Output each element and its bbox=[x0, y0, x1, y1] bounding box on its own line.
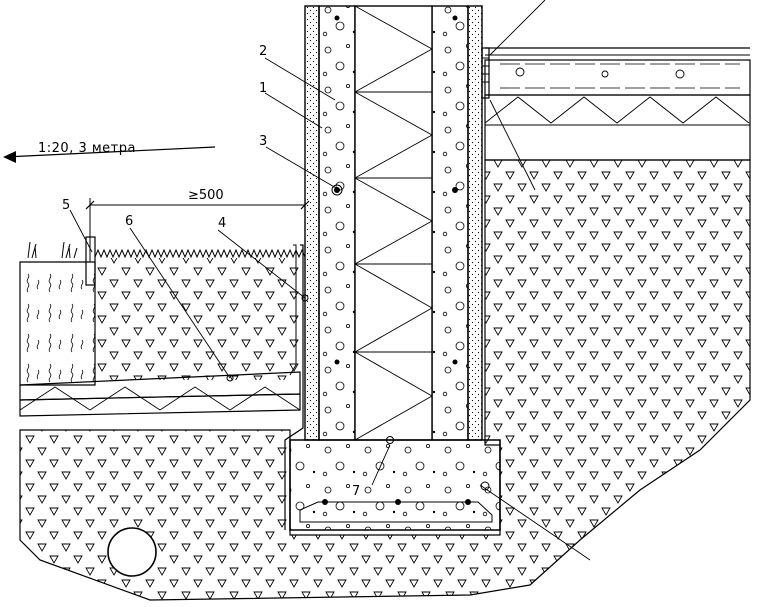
callout-7: 7 bbox=[352, 484, 360, 499]
fill-layers-right bbox=[484, 47, 751, 161]
soil-backfill bbox=[19, 159, 751, 601]
callout-3: 3 bbox=[259, 134, 267, 149]
drain-pipe bbox=[107, 527, 157, 577]
wall-rebar bbox=[331, 15, 458, 365]
callout-4: 4 bbox=[218, 216, 226, 231]
wetland-zone bbox=[19, 261, 96, 386]
foundation-footing bbox=[289, 436, 501, 531]
dimension-label: ≥500 bbox=[188, 188, 224, 203]
dimension-line bbox=[85, 198, 310, 262]
scale-note: 1:20, 3 метра bbox=[38, 141, 136, 156]
grass-tufts bbox=[27, 241, 78, 259]
wall-concrete-left bbox=[304, 5, 356, 441]
wall-concrete-right bbox=[431, 5, 483, 441]
callout-6: 6 bbox=[125, 214, 133, 229]
gravel-layer-left bbox=[19, 371, 301, 417]
callout-2: 2 bbox=[259, 44, 267, 59]
callout-1: 1 bbox=[259, 81, 267, 96]
leader-lines bbox=[69, 0, 591, 561]
scale-arrow bbox=[3, 146, 216, 163]
callout-5: 5 bbox=[62, 198, 70, 213]
drainage-membrane bbox=[284, 244, 304, 530]
wall-insulation-core bbox=[354, 5, 433, 441]
